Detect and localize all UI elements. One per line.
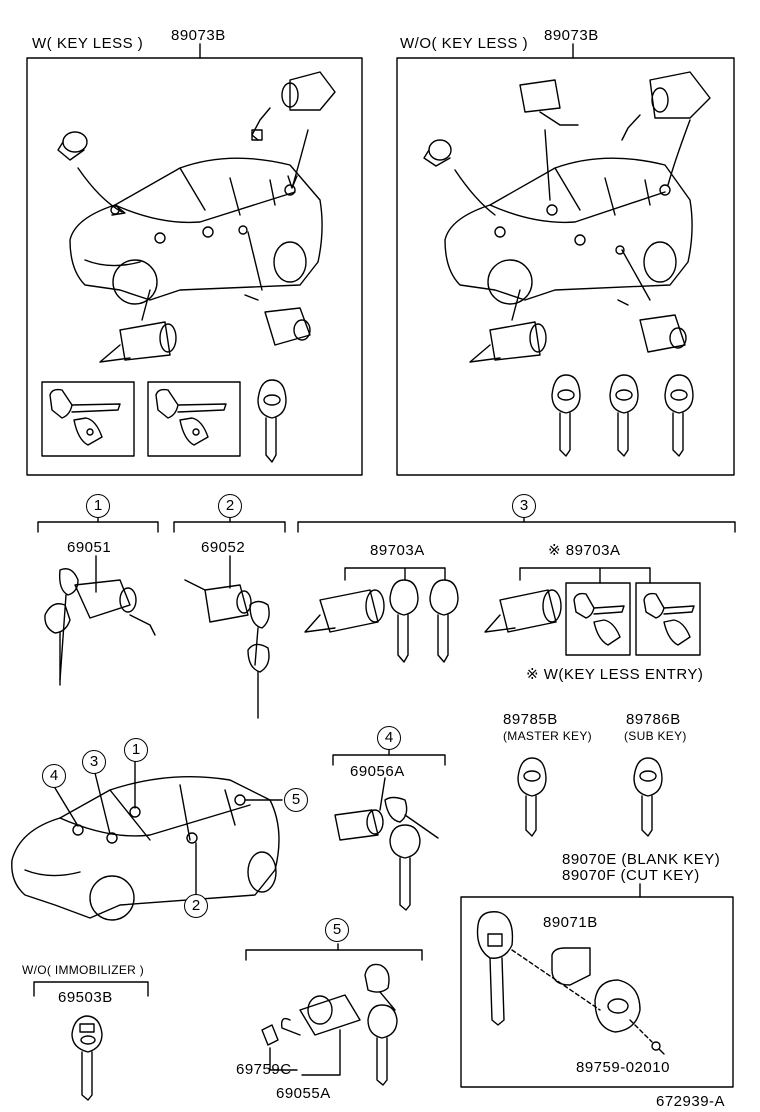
group-3-callout: 3 [512, 494, 536, 518]
group-2-part-number: 69052 [201, 539, 246, 556]
car-no-keyless [423, 71, 711, 363]
car-callout-5: 5 [284, 788, 308, 812]
group-3-part-number: 89703A [370, 542, 425, 559]
group-4-part-number: 69056A [350, 763, 405, 780]
ignition-set [304, 567, 651, 663]
bracket-immobilizer [33, 981, 149, 997]
car-callout-4: 4 [42, 764, 66, 788]
key-screw-part-number: 89759-02010 [576, 1059, 670, 1076]
sub-key-desc: (SUB KEY) [624, 729, 687, 743]
remote-keys-boxed [573, 592, 695, 646]
blank-key-box [460, 896, 734, 1088]
keyless-entry-note: ※ W(KEY LESS ENTRY) [526, 666, 704, 683]
car-keyless [57, 71, 336, 363]
keyless-key-box-2 [147, 381, 241, 457]
master-key-desc: (MASTER KEY) [503, 729, 592, 743]
remote-key-icons [49, 379, 287, 463]
group-2-callout: 2 [218, 494, 242, 518]
door-lock-right [184, 555, 270, 719]
keyless-box [26, 57, 363, 476]
keyless-part-number: 89073B [171, 27, 226, 44]
no-keyless-title: W/O( KEY LESS ) [400, 35, 529, 52]
keyless-key-box-1 [41, 381, 135, 457]
bracket-1 [37, 521, 159, 533]
cut-key-label: 89070F (CUT KEY) [562, 867, 700, 884]
immobilizer-key [71, 1015, 103, 1101]
blank-key-parts [476, 911, 665, 1055]
remote-key-box-a [565, 582, 631, 656]
car-callout-2: 2 [184, 894, 208, 918]
diagram-reference-number: 672939-A [656, 1093, 726, 1110]
immobilizer-part-number: 69503B [58, 989, 113, 1006]
group-3-keyless-part-number: ※ 89703A [548, 542, 621, 559]
master-sub-keys [517, 757, 663, 837]
group-5-callout: 5 [325, 918, 349, 942]
group-5-part-number-a: 69759C [236, 1061, 292, 1078]
bracket-3 [297, 521, 736, 533]
immobilizer-title: W/O( IMMOBILIZER ) [22, 963, 145, 977]
bracket-2 [173, 521, 286, 533]
no-keyless-box [396, 57, 735, 476]
no-keyless-part-number: 89073B [544, 27, 599, 44]
group-1-callout: 1 [86, 494, 110, 518]
car-callout-1: 1 [124, 738, 148, 762]
blank-key-label: 89070E (BLANK KEY) [562, 851, 721, 868]
door-lock-left [44, 555, 156, 686]
remote-key-box-b [635, 582, 701, 656]
car-callout-3: 3 [82, 750, 106, 774]
group-1-part-number: 69051 [67, 539, 112, 556]
key-cover-part-number: 89071B [543, 914, 598, 931]
sub-key-part-number: 89786B [626, 711, 681, 728]
plain-keys-top [551, 374, 694, 457]
bracket-5 [245, 949, 423, 961]
car-callouts [11, 761, 283, 921]
keyless-title: W( KEY LESS ) [32, 35, 144, 52]
trunk-lock [261, 963, 398, 1086]
group-4-callout: 4 [377, 726, 401, 750]
group-5-part-number-b: 69055A [276, 1085, 331, 1102]
master-key-part-number: 89785B [503, 711, 558, 728]
hatch-lock [334, 777, 439, 911]
